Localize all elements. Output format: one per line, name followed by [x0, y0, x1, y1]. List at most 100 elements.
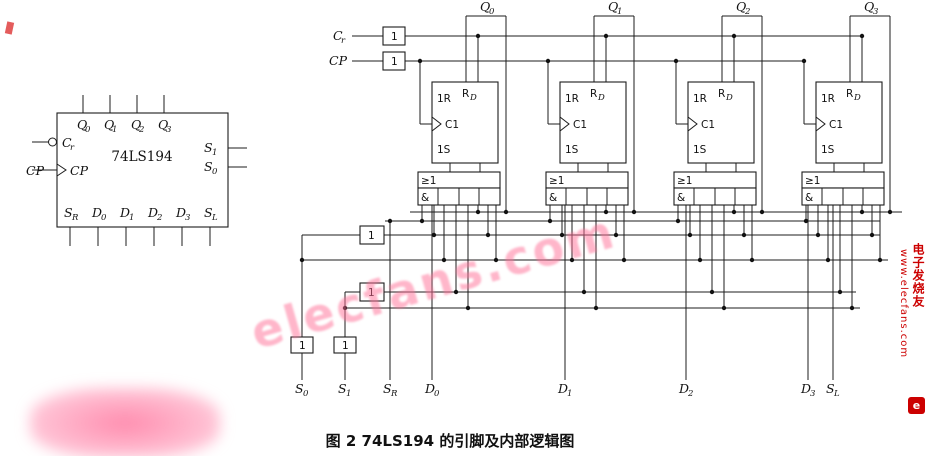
- svg-text:L: L: [833, 389, 840, 399]
- chip-s0-label: S: [204, 159, 213, 174]
- svg-text:L: L: [211, 213, 218, 223]
- s0-buffer-box: [290, 336, 314, 354]
- ff-1s-label: 1S: [437, 144, 451, 156]
- svg-text:3: 3: [810, 389, 815, 399]
- svg-text:0: 0: [303, 389, 309, 399]
- chip-q2-label: Q: [131, 117, 141, 132]
- svg-text:0: 0: [489, 7, 495, 17]
- stage-1: [545, 15, 637, 311]
- sl-input-label: S: [826, 381, 835, 396]
- q3-output-label: Q: [864, 0, 874, 14]
- d0-input-label: D: [424, 381, 435, 396]
- and-gate-label: &: [805, 192, 813, 204]
- s1-inverter-box: [359, 282, 385, 302]
- svg-text:r: r: [70, 143, 75, 153]
- svg-text:1: 1: [346, 389, 351, 399]
- junction-dots: [299, 218, 393, 311]
- ff-c1-label: C1: [829, 119, 843, 131]
- and-gate-label: &: [677, 192, 685, 204]
- svg-text:1: 1: [212, 148, 217, 158]
- svg-text:3: 3: [185, 213, 190, 223]
- ff-1r-label: 1R: [437, 93, 451, 105]
- svg-text:2: 2: [744, 7, 750, 17]
- chip-d1-label: D: [119, 205, 130, 220]
- d2-input-label: D: [678, 381, 689, 396]
- svg-text:R: R: [71, 213, 79, 223]
- chip-sr-label: S: [64, 205, 73, 220]
- chip-s1-label: S: [204, 140, 213, 155]
- svg-text:3: 3: [873, 7, 878, 17]
- ff-c1-label: C1: [573, 119, 587, 131]
- cr-inverter-label: 1: [391, 31, 398, 43]
- svg-text:D: D: [853, 93, 861, 103]
- svg-text:R: R: [390, 389, 398, 399]
- s0-inverter-label: 1: [368, 230, 375, 242]
- chip-q0-label: Q: [77, 117, 87, 132]
- svg-text:2: 2: [156, 213, 162, 223]
- s1-inverter-label: 1: [368, 287, 375, 299]
- q2-output-label: Q: [736, 0, 746, 14]
- chip-cr-label: C: [62, 135, 72, 150]
- svg-text:2: 2: [687, 389, 693, 399]
- ff-1r-label: 1R: [821, 93, 835, 105]
- ff-rd-label: R: [718, 88, 725, 100]
- chip-cp-external-label: CP: [26, 163, 45, 178]
- chip-name: 74LS194: [111, 149, 172, 165]
- or-gate-label: ≥1: [677, 175, 692, 187]
- d1-input-label: D: [557, 381, 568, 396]
- stage-2: [673, 15, 765, 311]
- ff-c1-label: C1: [701, 119, 715, 131]
- cr-inverter-box: [382, 26, 406, 46]
- and-gate-label: &: [549, 192, 557, 204]
- chip-cp-label: CP: [70, 163, 89, 178]
- d3-input-label: D: [800, 381, 811, 396]
- svg-text:D: D: [725, 93, 733, 103]
- cr-input-label: C: [333, 28, 343, 43]
- chip-body: [56, 112, 229, 228]
- s1-input-label: S: [338, 381, 347, 396]
- svg-text:1: 1: [567, 389, 572, 399]
- svg-text:0: 0: [212, 167, 218, 177]
- svg-text:1: 1: [129, 213, 134, 223]
- ff-c1-label: C1: [445, 119, 459, 131]
- svg-text:0: 0: [85, 125, 91, 135]
- stage-0: [417, 15, 509, 311]
- svg-text:2: 2: [138, 125, 144, 135]
- ff-rd-label: R: [462, 88, 469, 100]
- chip-d3-label: D: [175, 205, 186, 220]
- svg-text:1: 1: [112, 125, 117, 135]
- svg-text:D: D: [597, 93, 605, 103]
- site-banner: 电子发烧友 www.elecfans.com: [896, 243, 927, 393]
- chip-d0-label: D: [91, 205, 102, 220]
- s0-buffer-label: 1: [299, 340, 306, 352]
- chip-d2-label: D: [147, 205, 158, 220]
- chip-pin-diagram: 74LS194 CP C r CP Q 0 Q 1 Q 2 Q 3 S 1 S …: [26, 95, 247, 246]
- ff-rd-label: R: [590, 88, 597, 100]
- sr-input-label: S: [383, 381, 392, 396]
- cp-input-label: CP: [329, 53, 348, 68]
- and-gate-label: &: [421, 192, 429, 204]
- logic-labels: C r CP 1 1 1 1 1 1 1R R D C1 1S ≥1 & 1R …: [295, 0, 878, 399]
- site-name: 电子发烧友: [911, 243, 925, 308]
- svg-text:3: 3: [166, 125, 171, 135]
- ff-1s-label: 1S: [821, 144, 835, 156]
- site-url: www.elecfans.com: [898, 249, 909, 359]
- s0-input-label: S: [295, 381, 304, 396]
- clock-triangle-icon: [56, 163, 67, 177]
- cp-inverter-label: 1: [391, 56, 398, 68]
- ff-1s-label: 1S: [693, 144, 707, 156]
- q1-output-label: Q: [608, 0, 618, 14]
- ff-1r-label: 1R: [693, 93, 707, 105]
- ff-1s-label: 1S: [565, 144, 579, 156]
- cp-inverter-box: [382, 51, 406, 71]
- stages: [417, 15, 893, 311]
- chip-sl-label: S: [204, 205, 213, 220]
- q0-output-label: Q: [480, 0, 490, 14]
- stage-3: [801, 15, 893, 311]
- or-gate-label: ≥1: [421, 175, 436, 187]
- ff-rd-label: R: [846, 88, 853, 100]
- s1-buffer-label: 1: [342, 340, 349, 352]
- s1-buffer-box: [333, 336, 357, 354]
- chip-q3-label: Q: [158, 117, 168, 132]
